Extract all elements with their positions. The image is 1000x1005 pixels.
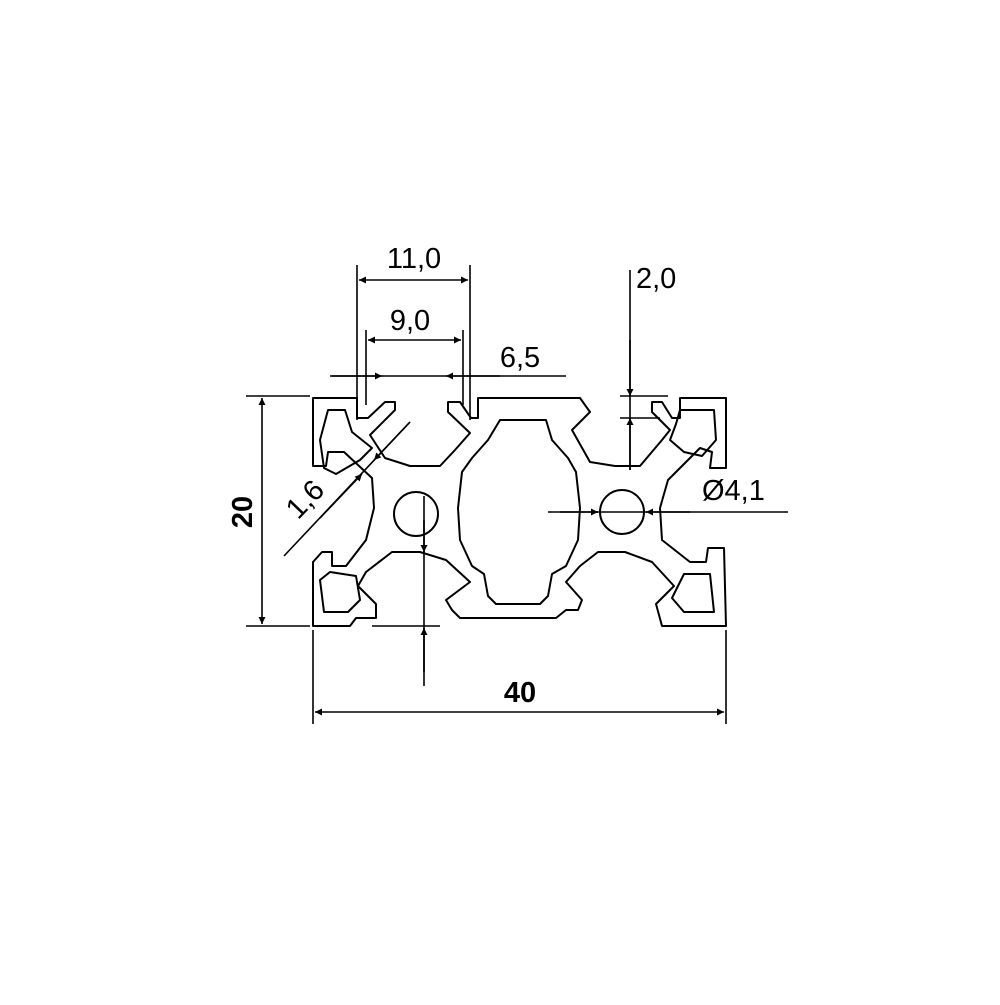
left-center-bore <box>393 491 439 537</box>
right-lower-core <box>671 573 715 613</box>
dim-slot-outer-width: 11,0 <box>356 243 471 420</box>
outer-contour <box>312 397 727 627</box>
dim-width: 40 <box>312 630 727 724</box>
central-chamber <box>457 419 581 605</box>
left-lower-core <box>319 571 361 613</box>
profile-outline <box>312 397 727 627</box>
dim-label-2-0: 2,0 <box>636 263 676 295</box>
right-core-contour <box>669 409 717 457</box>
arrow-in <box>319 473 363 519</box>
dim-label-20: 20 <box>227 496 259 528</box>
dim-height: 20 <box>227 395 310 627</box>
dim-label-11-0: 11,0 <box>387 243 441 275</box>
dim-left-bore-lead <box>372 496 440 686</box>
arrow-out <box>373 421 411 461</box>
dim-label-1-6: 1,6 <box>280 474 331 525</box>
dim-slot-depth: 6,5 <box>330 342 566 380</box>
dim-label-6-5: 6,5 <box>500 342 540 374</box>
dim-wall-thickness: 1,6 <box>280 421 411 557</box>
dim-slot-inner-width: 9,0 <box>365 305 464 405</box>
dim-label-40: 40 <box>504 677 536 709</box>
dim-lip-thickness: 2,0 <box>620 263 676 470</box>
dim-label-bore: Ø4,1 <box>702 475 765 507</box>
left-core-contour <box>319 409 373 475</box>
dim-center-bore: Ø4,1 <box>548 475 788 516</box>
dim-label-9-0: 9,0 <box>390 305 430 337</box>
